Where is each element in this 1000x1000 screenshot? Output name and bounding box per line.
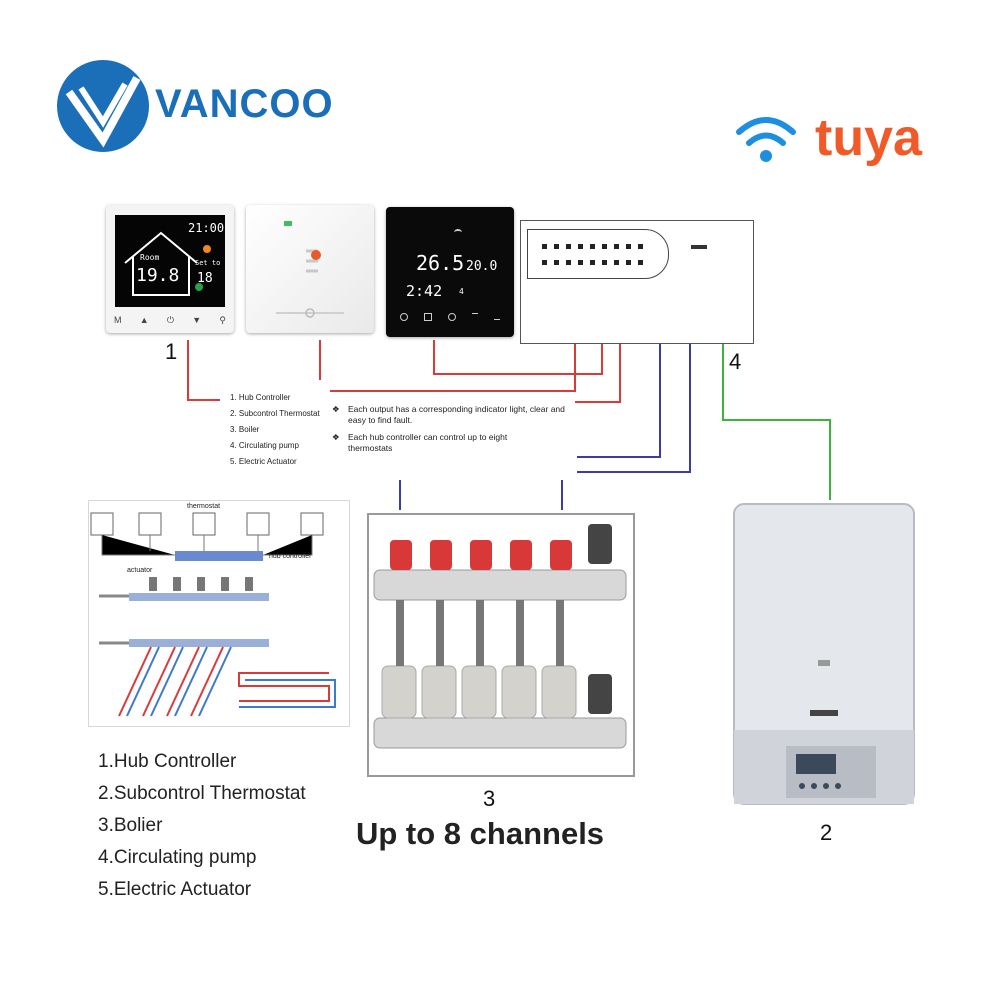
bullet-icon: ❖: [332, 404, 340, 414]
leaf-icon: [195, 283, 203, 291]
hub-indicator-panel: [527, 229, 669, 279]
manifold-drawing: [367, 513, 635, 777]
up-touch-icon[interactable]: [472, 313, 478, 320]
schematic-label-thermostat: thermostat: [187, 503, 221, 510]
feature-notes: ❖ Each output has a corresponding indicat…: [332, 404, 577, 479]
tuya-logo: tuya: [735, 108, 965, 178]
up-button[interactable]: ▲: [139, 315, 149, 325]
small-legend: 1. Hub Controller 2. Subcontrol Thermost…: [220, 390, 330, 475]
wifi-status-icon: [454, 229, 462, 236]
feature-note: Each hub controller can control up to ei…: [348, 432, 508, 453]
thermostat-screen: 21:00 Room 19.8 Set to 18: [115, 215, 225, 307]
feature-note: Each output has a corresponding indicato…: [348, 404, 565, 425]
legend-item: 5.Electric Actuator: [98, 879, 252, 900]
boiler-drawing: [733, 503, 915, 805]
hub-badge: [691, 245, 707, 249]
legend-item: 4.Circulating pump: [98, 847, 257, 868]
label-number-1: 1: [165, 339, 178, 364]
small-legend-item: 5. Electric Actuator: [230, 457, 297, 466]
small-legend-item: 4. Circulating pump: [230, 441, 299, 450]
current-temperature: 26.5: [416, 251, 465, 275]
mode-button[interactable]: M: [114, 315, 122, 325]
component-legend: 1.Hub Controller 2.Subcontrol Thermostat…: [98, 746, 358, 906]
installation-schematic: thermostat hub controller actuator: [88, 500, 350, 727]
set-temperature: 18: [197, 271, 213, 286]
legend-item: 1.Hub Controller: [98, 751, 237, 772]
down-button[interactable]: ▼: [192, 315, 202, 325]
clock-touch-icon[interactable]: [448, 313, 456, 321]
bullet-icon: ❖: [332, 432, 340, 442]
room-temperature: 19.8: [136, 265, 180, 286]
indicator-lights: [542, 244, 643, 265]
lock-button[interactable]: ⚲: [219, 315, 226, 325]
legend-item: 2.Subcontrol Thermostat: [98, 783, 306, 804]
label-number-4: 4: [729, 349, 742, 374]
room-label: Room: [140, 253, 160, 262]
label-number-3: 3: [483, 786, 496, 811]
small-legend-item: 1. Hub Controller: [230, 393, 291, 402]
thermostat-white-house: 21:00 Room 19.8 Set to 18 M ▲ ⏻ ▼ ⚲: [106, 205, 234, 333]
thermostat-white-glass: [246, 205, 374, 333]
set-temperature: 20.0: [466, 259, 498, 274]
down-touch-icon[interactable]: [494, 313, 500, 320]
power-touch-icon[interactable]: [400, 313, 408, 321]
small-legend-item: 3. Boiler: [230, 425, 260, 434]
flame-icon: [203, 245, 211, 253]
thermostat-button-row: M ▲ ⏻ ▼ ⚲: [114, 315, 226, 326]
green-wire: [722, 342, 831, 500]
brand-name: VANCOO: [155, 82, 334, 126]
boiler-illustration: [730, 500, 920, 810]
label-number-2: 2: [820, 820, 833, 845]
schematic-label-actuator: actuator: [127, 567, 153, 574]
vancoo-logo: VANCOO: [55, 58, 375, 153]
faded-display-segments: [276, 221, 344, 318]
channel-headline: Up to 8 channels: [356, 816, 605, 851]
clock-display: 2:42: [406, 282, 443, 300]
red-wires: [187, 340, 621, 403]
schematic-label-hub: hub controller: [269, 553, 312, 560]
house-outline-icon: [124, 231, 198, 296]
day-indicator: 4: [459, 287, 464, 296]
legend-item: 3.Bolier: [98, 815, 163, 836]
manifold-illustration: [360, 510, 640, 780]
set-label: Set to: [195, 259, 221, 267]
time-display: 21:00: [188, 221, 225, 235]
small-legend-item: 2. Subcontrol Thermostat: [230, 409, 320, 418]
power-button[interactable]: ⏻: [166, 315, 175, 325]
schematic-drawing: [90, 512, 336, 717]
wifi-icon: [736, 117, 796, 162]
touch-button-row: [400, 313, 500, 321]
vancoo-logo-mark: [57, 60, 149, 152]
mode-touch-icon[interactable]: [424, 313, 432, 321]
hub-controller-box: [520, 220, 754, 344]
tuya-brand-name: tuya: [815, 109, 922, 167]
thermostat-black-glass: 26.5 20.0 2:42 4: [386, 207, 514, 337]
